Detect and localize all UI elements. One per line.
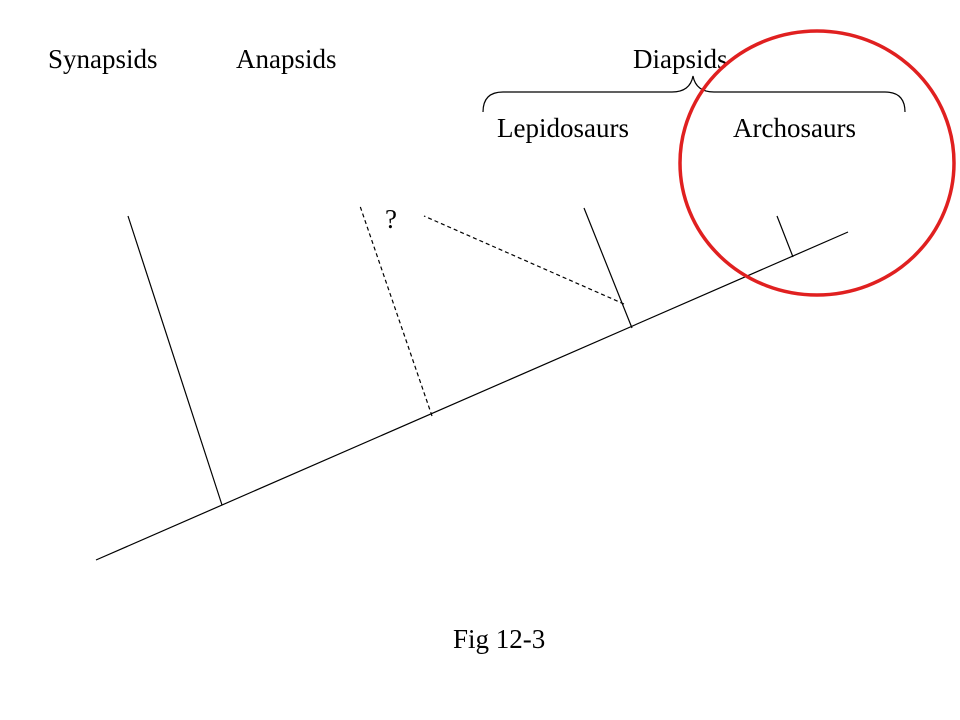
figure-caption: Fig 12-3 xyxy=(453,624,545,654)
cladogram-trunk xyxy=(95,231,849,561)
branch-anapsids-alternative-dashed xyxy=(423,215,625,305)
diapsid-brace xyxy=(482,75,906,113)
branch-synapsids xyxy=(127,215,223,506)
branch-archosaurs xyxy=(776,215,794,258)
archosaur-highlight-circle xyxy=(678,29,956,297)
branch-anapsids-dashed xyxy=(359,205,433,417)
label-synapsids: Synapsids xyxy=(48,44,158,74)
label-diapsids: Diapsids xyxy=(633,44,728,74)
label-lepidosaurs: Lepidosaurs xyxy=(497,113,629,143)
branch-lepidosaurs xyxy=(583,207,633,329)
label-unknown-placement: ? xyxy=(385,204,397,234)
label-anapsids: Anapsids xyxy=(236,44,337,74)
label-archosaurs: Archosaurs xyxy=(733,113,856,143)
